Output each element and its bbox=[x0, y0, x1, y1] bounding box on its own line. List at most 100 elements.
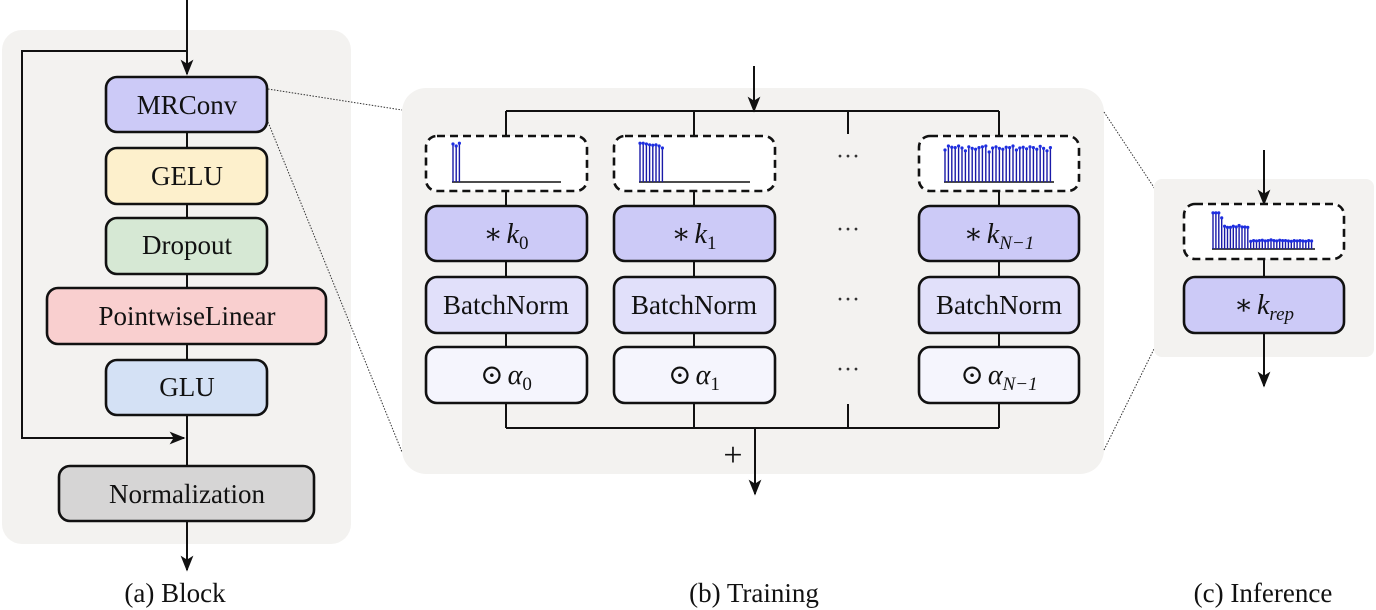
kernel-plot-box-0 bbox=[424, 134, 589, 193]
kernel-point bbox=[1048, 146, 1052, 150]
kernel-point bbox=[1008, 146, 1012, 150]
kernel-point bbox=[644, 142, 649, 146]
branch-n-1: ∗kN−1 BatchNorm ⊙αN−1 bbox=[917, 134, 1081, 405]
kernel-point bbox=[1042, 146, 1046, 150]
layer-gelu[interactable]: GELU bbox=[104, 146, 269, 206]
kernel-point bbox=[1217, 211, 1221, 215]
kernel-point bbox=[1211, 211, 1215, 215]
kernel-point bbox=[997, 146, 1002, 150]
layer-gelu-box[interactable] bbox=[104, 146, 269, 206]
kernel-point bbox=[1014, 148, 1019, 152]
layer-glu-label: GLU bbox=[159, 372, 215, 402]
kernel-point bbox=[1220, 216, 1224, 220]
kernel-point bbox=[638, 141, 642, 145]
layer-glu-box[interactable] bbox=[104, 358, 269, 417]
layer-gelu-label: GELU bbox=[151, 161, 223, 191]
conv-k1-label: ∗k1 bbox=[672, 219, 717, 254]
kernel-plot-krep bbox=[1211, 211, 1315, 250]
branch-1: ∗k1 BatchNorm ⊙α1 bbox=[612, 134, 777, 405]
inference-panel: ∗krep (c) Inference bbox=[1154, 150, 1374, 608]
kernel-point bbox=[1307, 239, 1311, 243]
scale-alpha0-label: ⊙α0 bbox=[480, 360, 532, 395]
kernel-plot-box-rep bbox=[1182, 202, 1346, 261]
kernel-point bbox=[1237, 223, 1241, 228]
kernel-point bbox=[1018, 146, 1022, 150]
kernel-point bbox=[457, 141, 461, 145]
kernel-point bbox=[1240, 225, 1244, 229]
kernel-point bbox=[943, 148, 947, 152]
block-panel: MRConv GELU Dropout PointwiseLinear GLU … bbox=[2, 0, 351, 608]
kernel-point bbox=[946, 144, 951, 148]
kernel-point bbox=[1263, 239, 1267, 243]
kernel-point bbox=[1295, 239, 1299, 243]
kernel-point bbox=[974, 147, 978, 151]
kernel-point bbox=[1252, 239, 1256, 243]
zoom-guide-line bbox=[1103, 111, 1156, 190]
kernel-point bbox=[1004, 145, 1008, 149]
layer-glu[interactable]: GLU bbox=[104, 358, 269, 417]
branch-0: ∗k0 BatchNorm ⊙α0 bbox=[424, 134, 589, 405]
layer-normalization-label: Normalization bbox=[109, 479, 265, 509]
kernel-point bbox=[1260, 238, 1264, 242]
kernel-point bbox=[1214, 211, 1218, 215]
kernel-point bbox=[1301, 239, 1305, 243]
batchnorm-n-1-label: BatchNorm bbox=[936, 290, 1062, 320]
kernel-point bbox=[1269, 238, 1273, 242]
layer-mrconv-box[interactable] bbox=[104, 75, 269, 134]
ellipsis: ··· bbox=[836, 357, 860, 383]
scale-alpha1-label: ⊙α1 bbox=[668, 360, 720, 395]
kernel-point bbox=[1001, 147, 1005, 151]
kernel-point bbox=[657, 144, 661, 148]
kernel-point bbox=[1035, 147, 1039, 151]
kernel-point bbox=[1281, 239, 1285, 243]
kernel-point bbox=[654, 143, 658, 147]
kernel-point bbox=[987, 150, 991, 154]
kernel-point bbox=[1021, 145, 1025, 149]
kernel-point bbox=[970, 146, 974, 150]
kernel-point bbox=[950, 145, 954, 149]
kernel-point bbox=[1266, 239, 1270, 243]
scale-alpha1-box[interactable] bbox=[612, 345, 777, 405]
kernel-point bbox=[1304, 239, 1308, 243]
kernel-point bbox=[1228, 225, 1232, 229]
layer-pointwise-linear[interactable]: PointwiseLinear bbox=[45, 286, 328, 346]
kernel-point bbox=[641, 141, 645, 145]
kernel-point bbox=[960, 146, 964, 150]
residual-connection-arrow bbox=[21, 50, 187, 445]
kernel-point bbox=[1278, 238, 1282, 242]
kernel-point bbox=[651, 143, 655, 147]
sum-symbol: + bbox=[723, 437, 742, 474]
layer-pointwise-linear-label: PointwiseLinear bbox=[99, 301, 276, 331]
conv-kn-1-label: ∗kN−1 bbox=[964, 219, 1034, 254]
layer-dropout-label: Dropout bbox=[142, 230, 232, 260]
kernel-point bbox=[1298, 239, 1302, 243]
block-caption: (a) Block bbox=[124, 578, 226, 608]
kernel-point bbox=[1286, 239, 1290, 243]
kernel-point bbox=[1025, 147, 1029, 151]
kernel-point bbox=[1254, 239, 1259, 243]
kernel-point bbox=[1257, 239, 1261, 243]
kernel-point bbox=[984, 144, 988, 148]
layer-mrconv[interactable]: MRConv bbox=[104, 75, 269, 134]
scale-alphan-1-label: ⊙αN−1 bbox=[960, 360, 1037, 395]
layer-normalization-box[interactable] bbox=[57, 464, 316, 523]
zoom-guide-line bbox=[1103, 346, 1156, 451]
layer-pointwise-linear-box[interactable] bbox=[45, 286, 328, 346]
kernel-point bbox=[1231, 224, 1235, 228]
kernel-point bbox=[1283, 239, 1288, 243]
kernel-plot-kn-1 bbox=[943, 144, 1054, 183]
kernel-point bbox=[1289, 239, 1293, 243]
layer-normalization[interactable]: Normalization bbox=[57, 464, 316, 523]
scale-alpha0-box[interactable] bbox=[424, 345, 589, 405]
kernel-point bbox=[991, 146, 995, 150]
kernel-point bbox=[977, 146, 981, 150]
layer-dropout-box[interactable] bbox=[104, 216, 269, 276]
layer-dropout[interactable]: Dropout bbox=[104, 216, 269, 276]
kernel-point bbox=[1223, 224, 1227, 228]
kernel-point bbox=[454, 144, 458, 148]
scale-alphan-1-box[interactable] bbox=[917, 345, 1081, 405]
inference-caption: (c) Inference bbox=[1194, 578, 1333, 608]
kernel-point bbox=[994, 145, 998, 149]
kernel-point bbox=[1234, 225, 1238, 229]
kernel-point bbox=[1310, 239, 1314, 243]
